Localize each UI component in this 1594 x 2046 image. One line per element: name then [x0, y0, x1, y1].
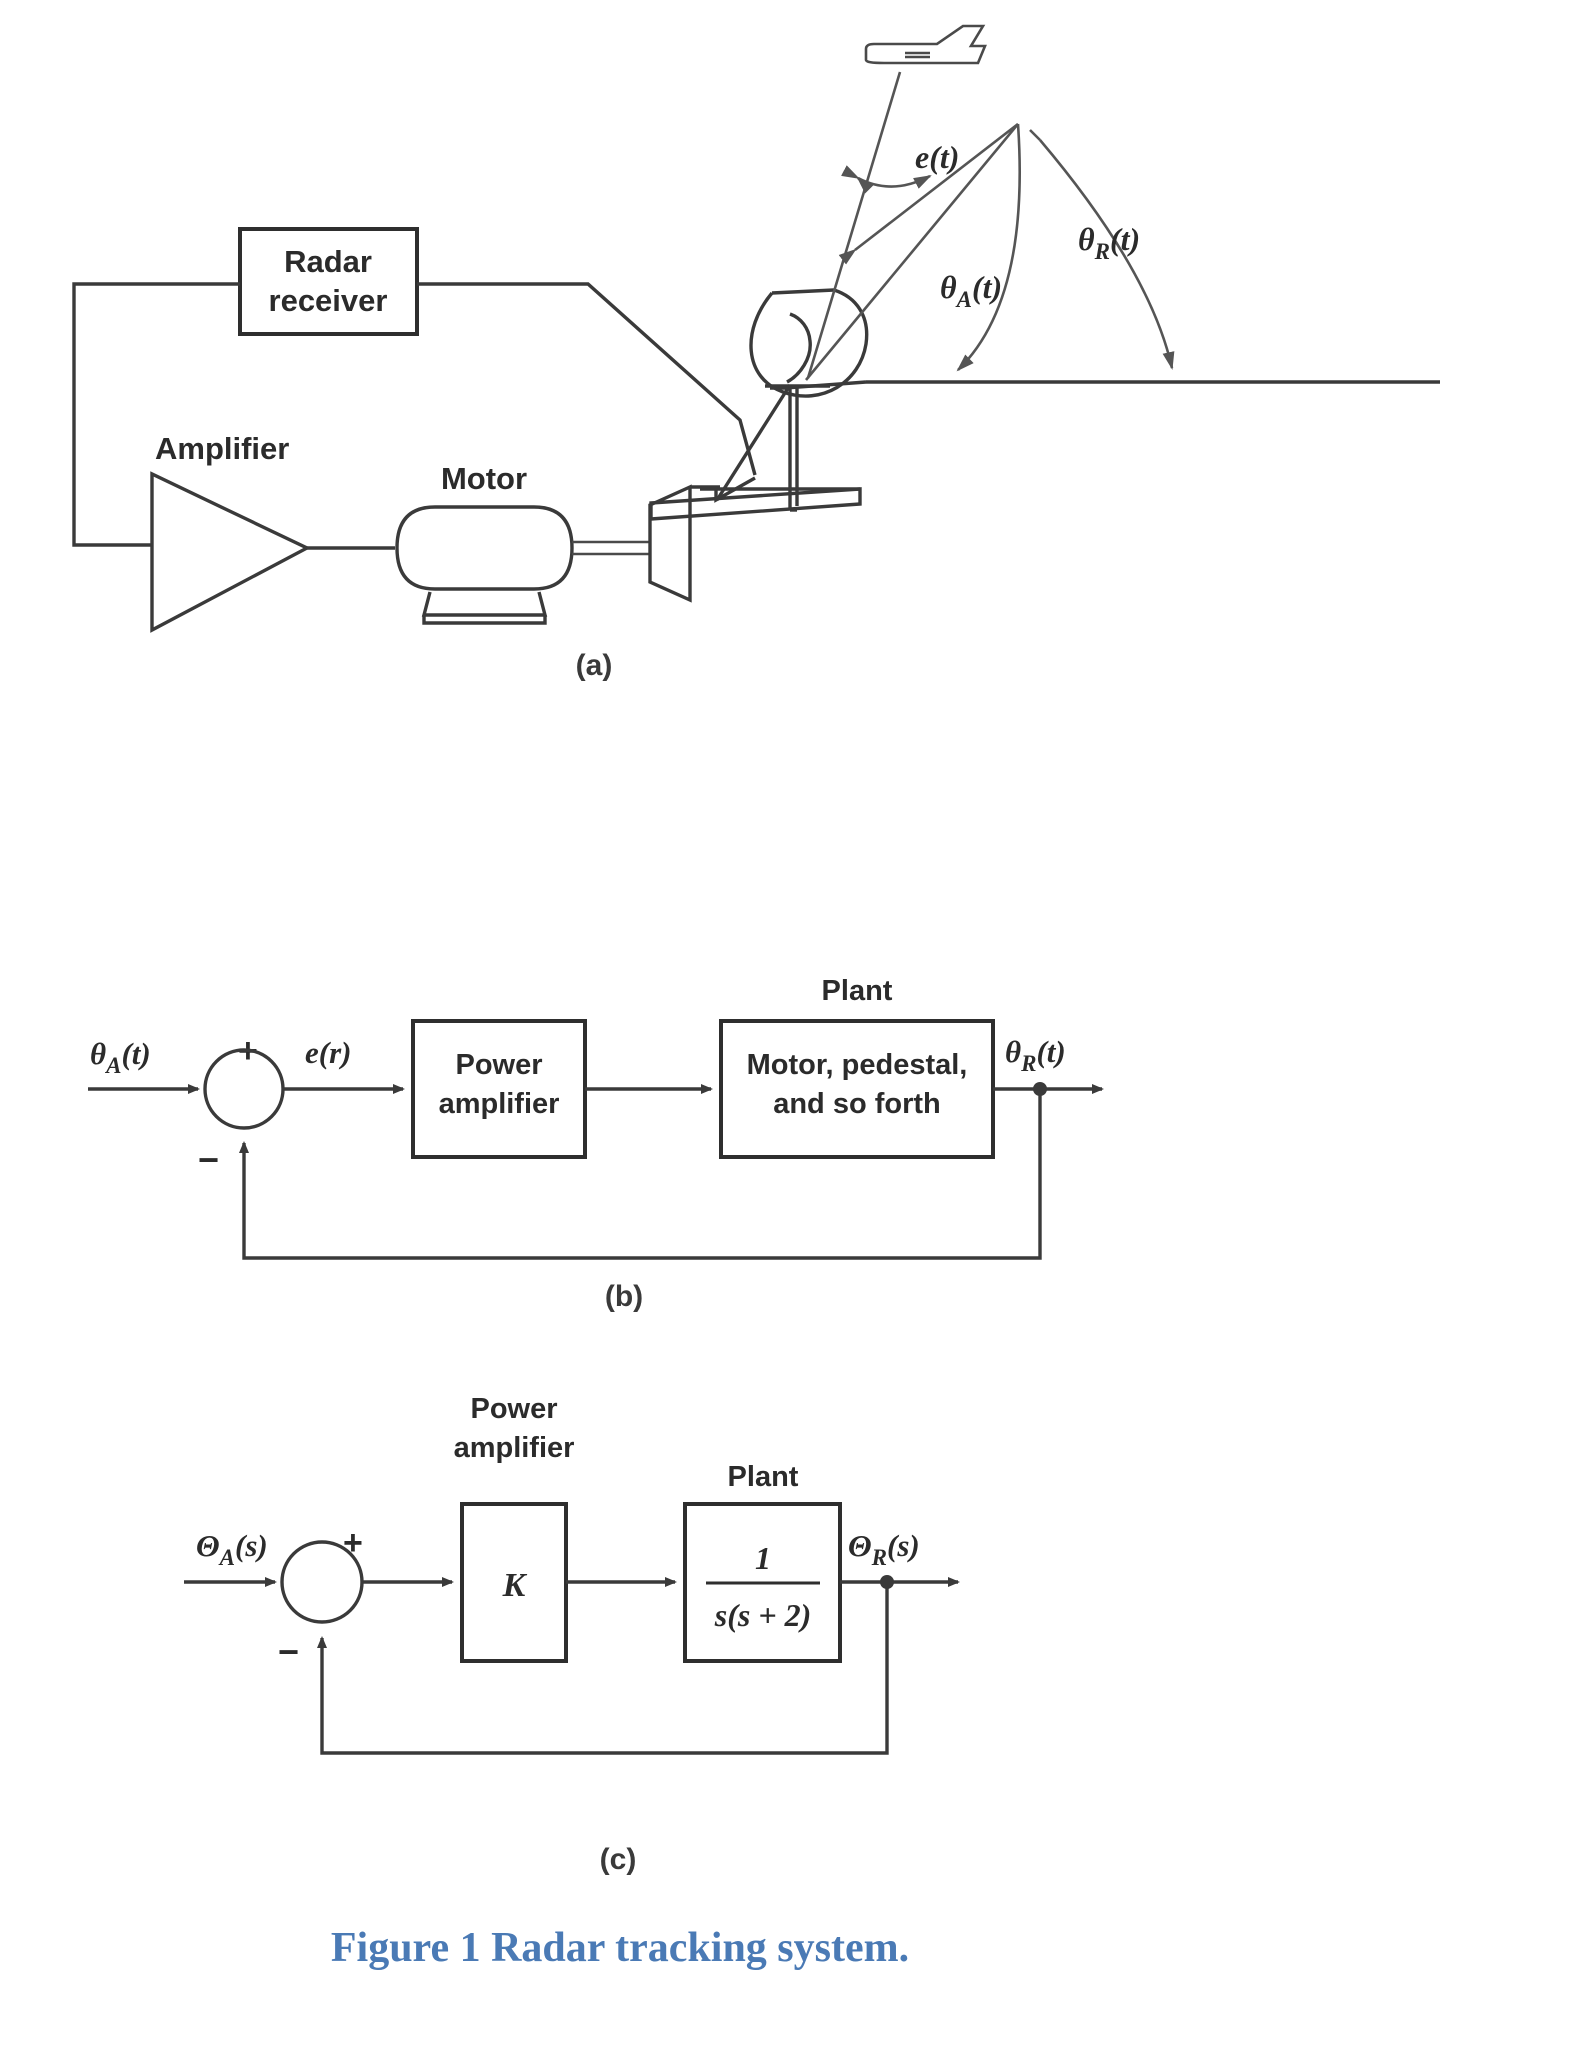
- panel-a-id: (a): [576, 649, 613, 682]
- antenna-angle-label: θA(t): [940, 269, 1002, 312]
- panel-c-amplifier-title-line1: Power: [470, 1393, 557, 1425]
- panel-b-plant-title: Plant: [822, 975, 893, 1007]
- parabolic-dish-icon: [749, 288, 869, 398]
- aircraft-line-of-sight: [806, 71, 902, 379]
- panel-b: θA(t) + − e(r) Power amplifier Motor, pe…: [88, 975, 1104, 1313]
- antenna-angle-arc: [838, 122, 1021, 372]
- radar-receiver-label-line2: receiver: [269, 283, 388, 318]
- panel-c-output-theta: Θ: [848, 1528, 872, 1563]
- panel-b-id: (b): [605, 1280, 643, 1313]
- panel-c-feedback-wire: [317, 1582, 889, 1755]
- aircraft-angle-label: θR(t): [1078, 221, 1140, 264]
- panel-c-plant-title: Plant: [728, 1461, 799, 1493]
- panel-c-plant-numerator: 1: [755, 1540, 771, 1576]
- panel-c-gain-label: K: [502, 1567, 528, 1604]
- panel-b-error-label: e(r): [305, 1035, 351, 1070]
- motor-label: Motor: [441, 461, 527, 496]
- receiver-to-pedestal-wire: [417, 282, 757, 476]
- panel-b-output-tail: (t): [1036, 1034, 1065, 1069]
- panel-b-minus-sign: −: [198, 1139, 219, 1180]
- panel-b-plant-line1: Motor, pedestal,: [747, 1049, 968, 1081]
- aircraft-angle-arc: [1029, 129, 1175, 370]
- panel-b-input-tail: (t): [121, 1036, 150, 1071]
- panel-c-output-tail: (s): [887, 1528, 920, 1563]
- panel-a: Radar receiver Amplifier Motor: [72, 24, 1440, 682]
- gearbox-symbol: [648, 484, 720, 603]
- panel-c-input-label: ΘA(s): [196, 1528, 268, 1570]
- panel-c-id: (c): [600, 1843, 637, 1876]
- aircraft-angle-tail: (t): [1110, 221, 1140, 257]
- panel-c-input-tail: (s): [235, 1528, 268, 1563]
- error-angle-label: e(t): [915, 139, 959, 175]
- panel-b-input-label: θA(t): [90, 1036, 151, 1078]
- panel-c-input-theta: Θ: [196, 1528, 220, 1563]
- panel-b-output-label: θR(t): [1005, 1034, 1066, 1076]
- panel-b-output-subscript: R: [1020, 1051, 1036, 1076]
- panel-b-output-theta: θ: [1005, 1034, 1021, 1069]
- panel-b-input-theta: θ: [90, 1036, 106, 1071]
- panel-b-feedback-wire: [239, 1089, 1042, 1260]
- panel-b-amplifier-line2: amplifier: [439, 1088, 560, 1120]
- panel-c-plant-block[interactable]: 1 s(s + 2): [683, 1502, 842, 1663]
- svg-text:θA(t): θA(t): [940, 269, 1002, 312]
- panel-b-amplifier-line1: Power: [455, 1049, 542, 1081]
- svg-text:θR(t): θR(t): [1078, 221, 1140, 264]
- antenna-angle-subscript: A: [955, 287, 972, 312]
- amplifier-label: Amplifier: [155, 431, 289, 466]
- panel-c-minus-sign: −: [278, 1631, 299, 1672]
- pedestal-support: [714, 384, 797, 512]
- receiver-feedback-wire: [72, 282, 240, 547]
- panel-c: ΘA(s) + − K Power amplifier 1 s(s + 2) P…: [184, 1393, 960, 1876]
- panel-c-gain-block[interactable]: K: [460, 1502, 568, 1663]
- panel-b-plant-block[interactable]: Motor, pedestal, and so forth: [719, 1019, 995, 1159]
- motor-shaft: [572, 540, 650, 556]
- panel-b-power-amplifier-block[interactable]: Power amplifier: [411, 1019, 587, 1159]
- svg-text:e(t): e(t): [915, 139, 959, 175]
- aircraft-angle-theta: θ: [1078, 221, 1095, 257]
- amplifier-symbol[interactable]: Amplifier: [150, 431, 311, 633]
- panel-c-plant-denominator: s(s + 2): [714, 1597, 811, 1633]
- panel-c-input-subscript: A: [218, 1545, 235, 1570]
- panel-c-output-subscript: R: [871, 1545, 887, 1570]
- radar-receiver-label-line1: Radar: [284, 244, 372, 279]
- radar-receiver-block[interactable]: Radar receiver: [238, 227, 419, 336]
- airplane-icon: [864, 24, 987, 65]
- panel-c-amplifier-title-line2: amplifier: [454, 1432, 575, 1464]
- panel-b-plant-line2: and so forth: [773, 1088, 941, 1120]
- panel-c-output-label: ΘR(s): [848, 1528, 920, 1570]
- antenna-angle-theta: θ: [940, 269, 957, 305]
- antenna-angle-tail: (t): [972, 269, 1002, 305]
- figure-caption: Figure 1 Radar tracking system.: [331, 1925, 909, 1971]
- antenna-boresight-ray: [804, 123, 1020, 381]
- error-angle-indicator: [841, 165, 932, 194]
- motor-symbol[interactable]: Motor: [395, 461, 574, 625]
- panel-b-input-subscript: A: [104, 1053, 121, 1078]
- aircraft-angle-subscript: R: [1094, 239, 1110, 264]
